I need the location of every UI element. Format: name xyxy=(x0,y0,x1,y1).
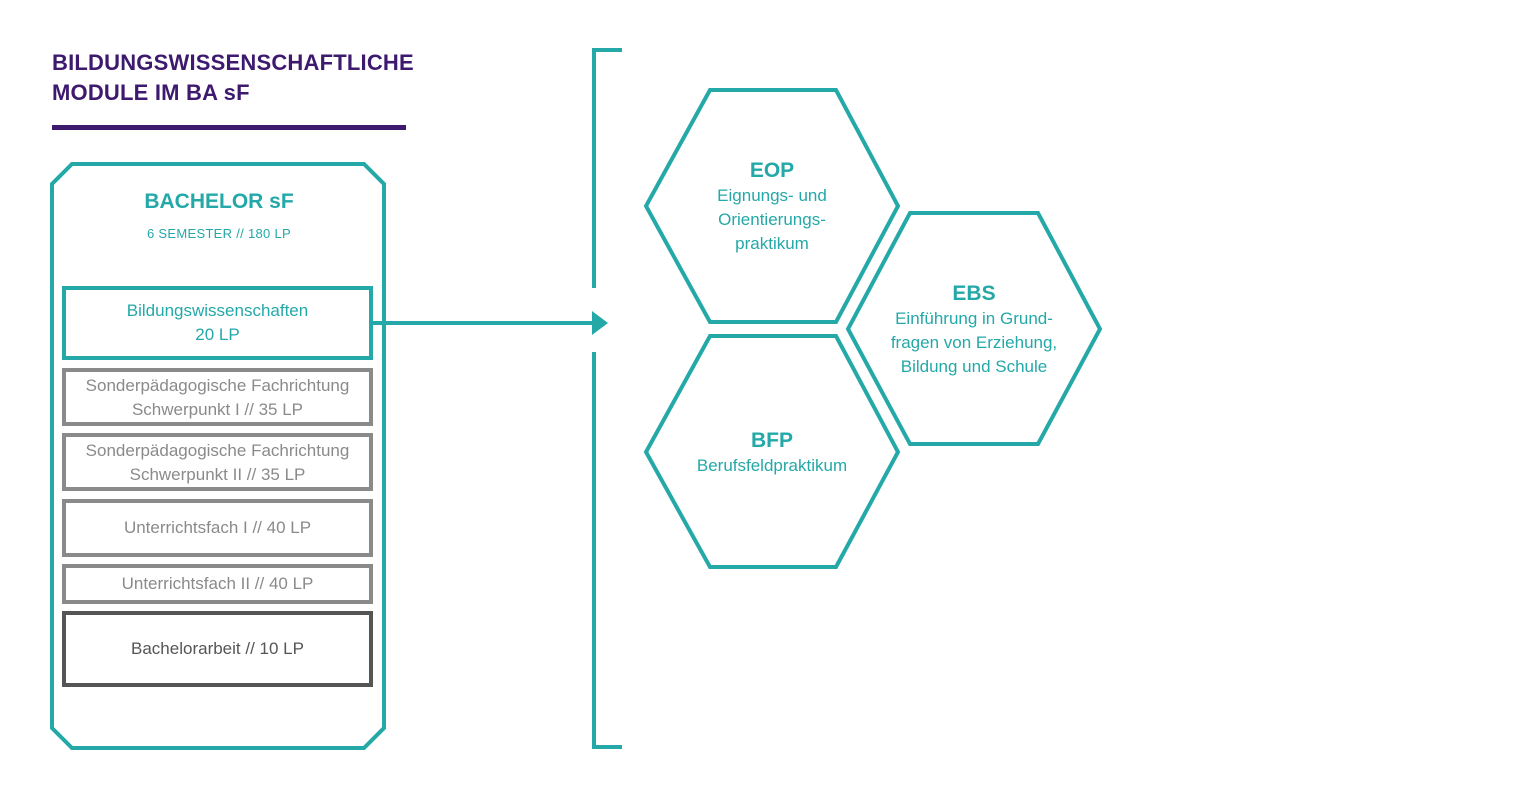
module-label-unterrichtsfach-1: Unterrichtsfach I // 40 LP xyxy=(123,518,312,537)
module-box-bachelorarbeit xyxy=(62,611,373,687)
hexagon-title-eop: EOP xyxy=(749,159,795,182)
hexagon-text-line: Berufsfeldpraktikum xyxy=(696,456,848,475)
hexagon-title-ebs: EBS xyxy=(952,282,996,305)
module-label-schwerpunkt-2: Sonderpädagogische Fachrichtung Schwerpu… xyxy=(64,439,371,487)
hexagon-text-line: Bildung und Schule xyxy=(900,357,1048,376)
hexagon-label-bfp: BFP Berufsfeldpraktikum xyxy=(646,428,898,478)
title-line-1: BILDUNGSWISSENSCHAFTLICHE xyxy=(52,50,414,75)
module-label-unterrichtsfach-2: Unterrichtsfach II // 40 LP xyxy=(121,574,314,593)
arrow-head xyxy=(592,311,608,335)
bachelor-title: BACHELOR sF xyxy=(144,190,294,213)
hexagon-text-line: Eignungs- und xyxy=(717,186,827,205)
bachelor-subtitle: 6 SEMESTER // 180 LP xyxy=(146,226,291,241)
module-box-schwerpunkt-2 xyxy=(62,433,373,491)
module-label-line: Sonderpädagogische Fachrichtung xyxy=(85,441,350,460)
title-line-2: MODULE IM BA sF xyxy=(52,80,250,105)
hexagon-label-eop: EOP Eignungs- und Orientierungs- praktik… xyxy=(646,158,898,256)
title-underline xyxy=(52,125,406,130)
module-label-bildungswissenschaften: Bildungswissenschaften 20 LP xyxy=(64,299,371,347)
diagram-title: BILDUNGSWISSENSCHAFTLICHE MODULE IM BA s… xyxy=(52,48,414,108)
module-label-line: Schwerpunkt II // 35 LP xyxy=(129,465,306,484)
hexagon-ebs xyxy=(845,211,1103,446)
module-label-bachelorarbeit: Bachelorarbeit // 10 LP xyxy=(131,639,304,658)
hexagon-eop xyxy=(643,88,901,324)
module-box-unterrichtsfach-1 xyxy=(62,499,373,557)
hexagon-text-line: praktikum xyxy=(735,234,809,253)
module-label-line: Bildungswissenschaften xyxy=(126,301,309,320)
hexagon-label-ebs: EBS Einführung in Grund- fragen von Erzi… xyxy=(848,281,1100,379)
module-label-line: Sonderpädagogische Fachrichtung xyxy=(85,376,350,395)
module-label-line: Schwerpunkt I // 35 LP xyxy=(131,400,304,419)
hexagon-text-line: fragen von Erziehung, xyxy=(890,333,1058,352)
hexagon-text-line: Einführung in Grund- xyxy=(895,309,1053,328)
hexagon-title-bfp: BFP xyxy=(751,429,793,452)
module-label-line: 20 LP xyxy=(195,325,240,344)
module-box-unterrichtsfach-2 xyxy=(62,564,373,604)
bracket-lower xyxy=(592,352,622,749)
module-label-schwerpunkt-1: Sonderpädagogische Fachrichtung Schwerpu… xyxy=(64,374,371,422)
bracket xyxy=(592,48,622,288)
module-box-schwerpunkt-1 xyxy=(62,368,373,426)
hexagon-bfp xyxy=(643,334,901,569)
bachelor-container xyxy=(50,162,386,750)
hexagon-text-line: Orientierungs- xyxy=(718,210,826,229)
